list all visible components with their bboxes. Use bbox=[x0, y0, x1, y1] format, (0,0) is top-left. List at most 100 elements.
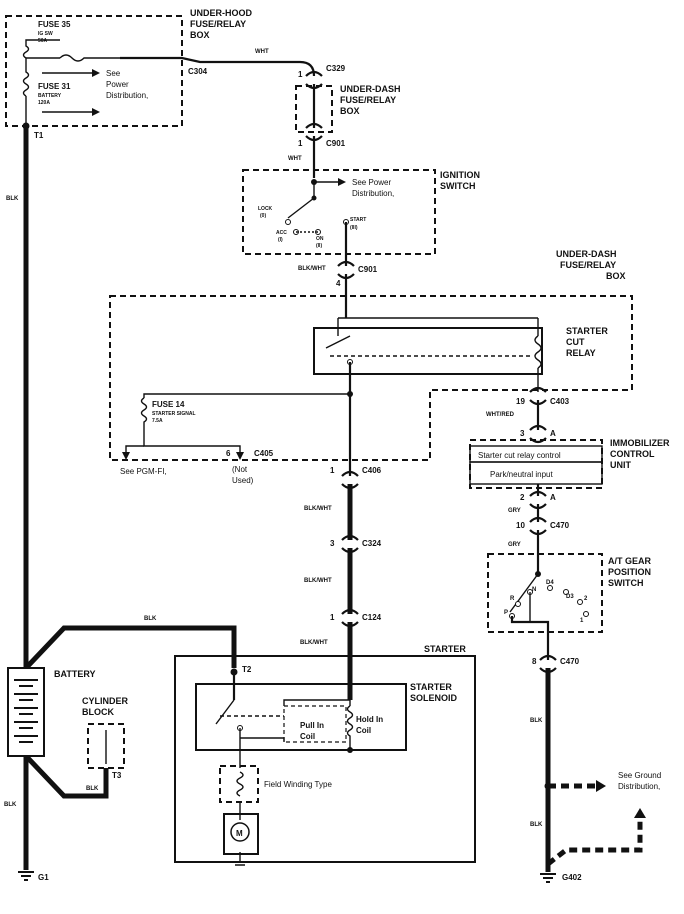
c901a-pin: 1 bbox=[298, 139, 303, 148]
relay-label-1: STARTER bbox=[566, 326, 608, 336]
wht-wire-c304-c329 bbox=[120, 56, 316, 77]
fuse14-feed bbox=[143, 393, 350, 398]
wht-top-label: WHT bbox=[255, 49, 269, 55]
blkwht3-label: BLK/WHT bbox=[300, 640, 328, 646]
c405-label: C405 bbox=[254, 449, 274, 458]
ign-lock-num: (0) bbox=[260, 213, 266, 219]
pgmfi-ref: See PGM-FI, bbox=[120, 467, 167, 476]
battery-cells bbox=[14, 679, 38, 743]
underhood-label-1: UNDER-HOOD bbox=[190, 8, 252, 18]
t3-label: T3 bbox=[112, 771, 122, 780]
gear-label-2: POSITION bbox=[608, 567, 651, 577]
c405-pin: 6 bbox=[226, 449, 231, 458]
c329-connector-top bbox=[305, 70, 323, 77]
pull-in-return bbox=[240, 737, 285, 742]
c406-top bbox=[341, 470, 359, 477]
ignition-switch-outline bbox=[242, 169, 436, 255]
fuse35-rating: 50A bbox=[38, 38, 48, 44]
pgmfi-arrow bbox=[122, 452, 130, 460]
ignition-label-2: SWITCH bbox=[440, 181, 476, 191]
gear-r: R bbox=[510, 596, 515, 602]
gear-1-contact bbox=[583, 611, 589, 617]
c470a-label: C470 bbox=[550, 521, 570, 530]
c901a-top bbox=[305, 122, 323, 129]
c901a-label: C901 bbox=[326, 139, 346, 148]
imm-input-1: Starter cut relay control bbox=[478, 451, 561, 460]
imm-input-2: Park/neutral input bbox=[490, 470, 553, 479]
c901b-pin: 4 bbox=[336, 279, 341, 288]
blkwht1-label: BLK/WHT bbox=[304, 506, 332, 512]
solenoid-label-1: STARTER bbox=[410, 682, 452, 692]
fuse35-name: FUSE 35 bbox=[38, 20, 71, 29]
gear-d3: D3 bbox=[566, 594, 574, 600]
field-winding-coil bbox=[236, 771, 244, 797]
arrow-head-2 bbox=[92, 108, 100, 116]
gear-2: 2 bbox=[584, 596, 588, 602]
gry2-label: GRY bbox=[508, 542, 521, 548]
underdash-main-box-outline bbox=[109, 295, 633, 461]
g1-label: G1 bbox=[38, 873, 49, 882]
imm-b-pin: 2 bbox=[520, 493, 525, 502]
c329-pin: 1 bbox=[298, 70, 303, 79]
power-dist-2: Power bbox=[106, 80, 129, 89]
ground-branch-arrow bbox=[634, 808, 646, 818]
c403-label: C403 bbox=[550, 397, 570, 406]
whtred-label: WHT/RED bbox=[486, 412, 515, 418]
gear-r-contact bbox=[515, 601, 521, 607]
ign-blade bbox=[287, 197, 315, 219]
c329-label: C329 bbox=[326, 64, 346, 73]
gear-2-contact bbox=[577, 599, 583, 605]
starter-cut-relay-box bbox=[313, 327, 543, 375]
blkwht2-label: BLK/WHT bbox=[304, 578, 332, 584]
arrow-head-1 bbox=[92, 69, 100, 77]
blk-batt-label: BLK bbox=[144, 616, 157, 622]
c403-top bbox=[529, 386, 547, 393]
underdash-main-1: UNDER-DASH bbox=[556, 249, 617, 259]
fuse35-feed bbox=[22, 39, 60, 59]
underdash-top-2: FUSE/RELAY bbox=[340, 95, 396, 105]
gear-switch-output bbox=[510, 616, 550, 660]
power-dist-1: See bbox=[106, 69, 121, 78]
c901b-top bbox=[337, 260, 355, 267]
hold-in-2: Coil bbox=[356, 726, 371, 735]
hold-in-ground-node bbox=[347, 747, 353, 753]
blk-wire-battery-cylblock bbox=[24, 754, 109, 799]
ground-dist-2: Distribution, bbox=[618, 782, 660, 791]
c470a-pin: 10 bbox=[516, 521, 525, 530]
imm-a-label: A bbox=[550, 429, 556, 438]
fuse31-desc: BATTERY bbox=[38, 93, 62, 99]
underdash-top-1: UNDER-DASH bbox=[340, 84, 401, 94]
c901b-label: C901 bbox=[358, 265, 378, 274]
pull-in-2: Coil bbox=[300, 732, 315, 741]
power-dist-3: Distribution, bbox=[106, 91, 148, 100]
gear-switch-blade bbox=[509, 573, 539, 613]
field-winding-label: Field Winding Type bbox=[264, 780, 332, 789]
ign-start: START bbox=[350, 217, 366, 223]
ign-power-dist-2: Distribution, bbox=[352, 189, 394, 198]
immobilizer-label-3: UNIT bbox=[610, 460, 631, 470]
c403-pin: 19 bbox=[516, 397, 525, 406]
imm-a-top bbox=[529, 424, 547, 431]
fuse14-symbol bbox=[140, 397, 241, 454]
pull-in-coil-outline bbox=[283, 705, 347, 743]
underhood-label-3: BOX bbox=[190, 30, 210, 40]
gry1-label: GRY bbox=[508, 508, 521, 514]
ign-acc: ACC bbox=[276, 230, 287, 236]
gear-1: 1 bbox=[580, 618, 584, 624]
battery-label: BATTERY bbox=[54, 669, 96, 679]
blk-r1-label: BLK bbox=[530, 718, 543, 724]
motor-box bbox=[223, 813, 259, 855]
underdash-main-3: BOX bbox=[606, 271, 626, 281]
underhood-box-outline bbox=[5, 15, 183, 127]
relay-label-3: RELAY bbox=[566, 348, 596, 358]
relay-label-2: CUT bbox=[566, 337, 585, 347]
blk-left-label: BLK bbox=[6, 196, 19, 202]
hold-in-1: Hold In bbox=[356, 715, 383, 724]
imm-a-pin: 3 bbox=[520, 429, 525, 438]
ign-on: ON bbox=[316, 236, 324, 242]
blk-wire-battery-t2 bbox=[24, 625, 237, 670]
ign-power-dist-1: See Power bbox=[352, 178, 391, 187]
underdash-top-3: BOX bbox=[340, 106, 360, 116]
c124-top bbox=[341, 608, 359, 615]
